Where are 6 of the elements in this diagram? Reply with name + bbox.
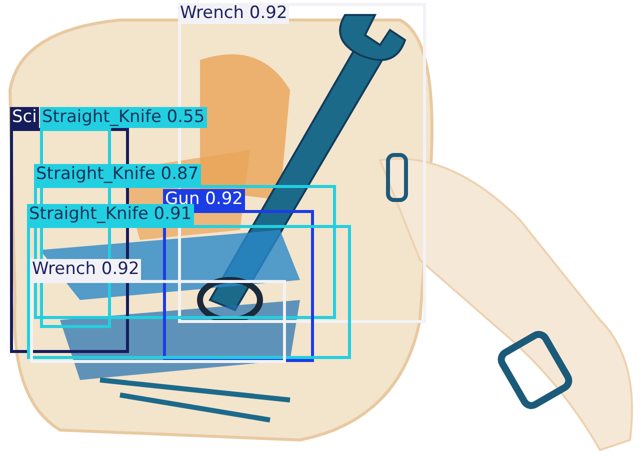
class-label: Straight_Knife 0.87 <box>34 164 201 185</box>
class-label: Sci <box>10 107 39 128</box>
class-label: Straight_Knife 0.55 <box>40 107 207 128</box>
class-label: Wrench 0.92 <box>178 3 290 24</box>
class-label: Wrench 0.92 <box>30 259 142 280</box>
class-label: Straight_Knife 0.91 <box>27 204 194 225</box>
